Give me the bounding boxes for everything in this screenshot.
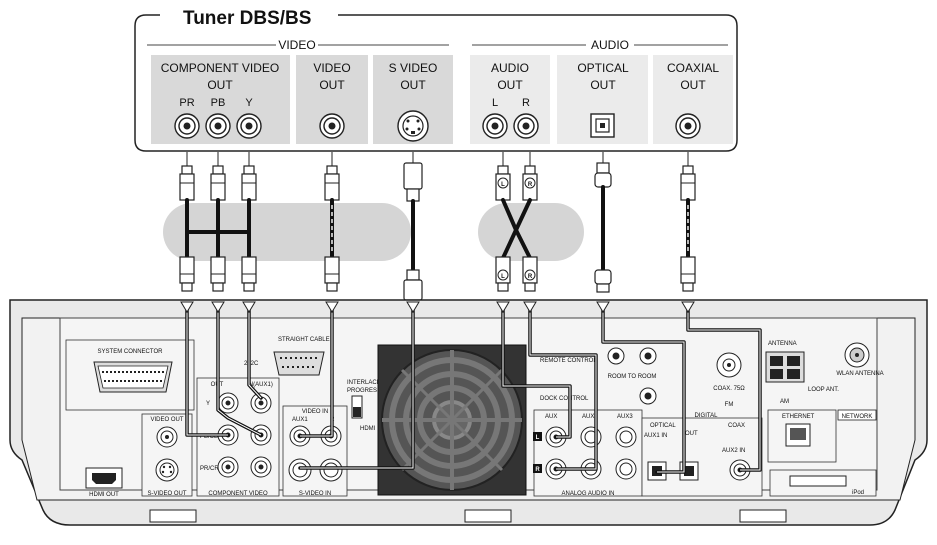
- svg-text:L: L: [501, 274, 505, 280]
- ipod-port-icon: [789, 475, 847, 487]
- rs232c-port-icon: [273, 351, 325, 376]
- hdmi-out-label: HDMI OUT: [89, 492, 119, 498]
- hdmi-port-icon: [92, 473, 116, 484]
- rca-jack-icon: [174, 113, 701, 139]
- s-video-plug-icon: [403, 269, 423, 301]
- optical-label: OPTICAL: [650, 423, 676, 429]
- aux2-audio-label: AUX2: [582, 414, 598, 420]
- coax-75-label: COAX. 75Ω: [713, 386, 745, 392]
- lr-badge-icon: L R: [497, 177, 536, 189]
- pb-label: PB: [211, 97, 226, 109]
- aux-label: AUX: [545, 414, 557, 420]
- straight-cable-label: STRAIGHT CABLE: [278, 337, 330, 343]
- progressive-label: PROGRESSIVE: [347, 388, 391, 394]
- antenna-label: ANTENNA: [768, 341, 797, 347]
- fm-label: FM: [725, 402, 734, 408]
- s-video-label: S VIDEO: [389, 61, 438, 75]
- fan-icon: [377, 344, 527, 496]
- s-video-in-label: S-VIDEO IN: [299, 491, 331, 497]
- aux3-label: AUX3: [617, 414, 633, 420]
- coaxial-label: COAXIAL: [667, 61, 719, 75]
- audio-group-label: AUDIO: [591, 38, 629, 52]
- dock-control-label: DOCK CONTROL: [540, 396, 589, 402]
- digital-label: DIGITAL: [695, 413, 719, 419]
- network-label: NETWORK: [842, 414, 873, 420]
- am-label: AM: [780, 399, 789, 405]
- video-out-label: VIDEO OUT: [150, 417, 183, 423]
- ethernet-label: ETHERNET: [782, 414, 815, 420]
- coax-label: COAX: [728, 423, 745, 429]
- comp-pb-label: PB/CB: [200, 434, 218, 440]
- lr-badge-icon: L R: [497, 269, 536, 281]
- wlan-antenna-icon: [844, 342, 870, 368]
- comp-in-label: IN(AUX1): [247, 382, 273, 388]
- component-out-label: OUT: [207, 78, 233, 92]
- tuner-device: Tuner DBS/BS VIDEO AUDIO COMPONENT VIDEO…: [134, 8, 738, 152]
- hdmi-label: HDMI: [360, 426, 376, 432]
- lr-badge-icon: L R: [533, 432, 542, 473]
- svg-text:L: L: [501, 182, 505, 188]
- pr-label: PR: [179, 97, 194, 109]
- svg-text:R: R: [528, 274, 533, 280]
- comp-pr-label: PR/CR: [200, 466, 219, 472]
- video-label: VIDEO: [313, 61, 350, 75]
- s-video-plug-icon: [403, 162, 423, 202]
- analog-audio-in-label: ANALOG AUDIO IN: [561, 491, 614, 497]
- ipod-label: iPod: [852, 490, 864, 496]
- svg-text:L: L: [536, 435, 540, 441]
- optical-label: OPTICAL: [577, 61, 629, 75]
- s-video-out-label: OUT: [400, 78, 426, 92]
- y-label: Y: [245, 97, 253, 109]
- video-group-label: VIDEO: [278, 38, 315, 52]
- component-video-cable-group: [163, 203, 411, 261]
- audio-r-label: R: [522, 97, 530, 109]
- comp-y-label: Y: [206, 401, 210, 407]
- svg-text:R: R: [535, 467, 540, 473]
- optical-out-label: OUT: [590, 78, 616, 92]
- aux1-in-label: AUX1 IN: [644, 433, 667, 439]
- s-video-out-label: S-VIDEO OUT: [147, 491, 186, 497]
- optical-jack-icon: [590, 113, 615, 138]
- interlaced-label: INTERLACED: [347, 380, 386, 386]
- wlan-antenna-label: WLAN ANTENNA: [836, 371, 883, 377]
- audio-cable-group: [478, 203, 584, 261]
- aux1-label: AUX1: [292, 417, 308, 423]
- cable-area: L R: [163, 152, 696, 301]
- fm-antenna-jack-icon: [716, 352, 742, 378]
- audio-out-label: OUT: [497, 78, 523, 92]
- video-in-label: VIDEO IN: [302, 409, 328, 415]
- receiver-unit: SYSTEM CONNECTOR HDMI OUT VIDEO OUT S-VI…: [9, 299, 928, 526]
- rca-jack-icon: [217, 392, 272, 478]
- optical-plug-icon: [594, 269, 612, 293]
- optical-out-label: OUT: [685, 431, 698, 437]
- tuner-title: Tuner DBS/BS: [183, 8, 311, 29]
- s-video-jack-icon: [397, 110, 429, 142]
- loop-ant-label: LOOP ANT.: [808, 387, 839, 393]
- audio-l-label: L: [492, 97, 498, 109]
- rs232c-label: 232C: [244, 361, 259, 367]
- svg-text:R: R: [528, 182, 533, 188]
- coaxial-out-label: OUT: [680, 78, 706, 92]
- system-connector-label: SYSTEM CONNECTOR: [98, 349, 164, 355]
- remote-control-label: REMOTE CONTROL: [540, 358, 597, 364]
- component-video-label: COMPONENT VIDEO: [161, 61, 279, 75]
- rca-plug-icon: [179, 165, 696, 201]
- optical-plug-icon: [594, 162, 612, 188]
- rca-jack-icon: [607, 347, 657, 405]
- component-video-label: COMPONENT VIDEO: [208, 491, 268, 497]
- am-terminal-icon: [765, 351, 805, 383]
- s-video-jack-icon: [155, 458, 179, 482]
- video-out-label: OUT: [319, 78, 345, 92]
- ethernet-port-icon: [785, 423, 811, 447]
- entry-arrow-icon: [180, 301, 695, 313]
- aux2-in-label: AUX2 IN: [722, 448, 745, 454]
- rca-plug-icon: [179, 256, 696, 292]
- room-to-room-label: ROOM TO ROOM: [608, 374, 657, 380]
- rca-jack-icon: [156, 426, 178, 448]
- audio-label: AUDIO: [491, 61, 529, 75]
- d-sub-connector-icon: [93, 361, 173, 393]
